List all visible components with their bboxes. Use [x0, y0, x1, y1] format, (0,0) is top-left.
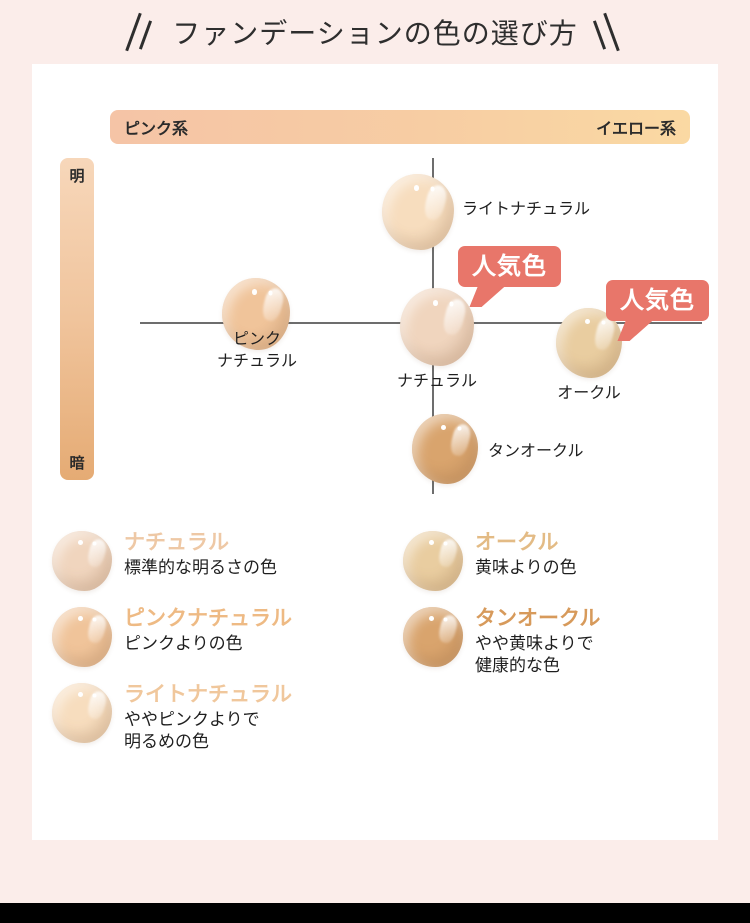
badge-tail-icon: [469, 285, 507, 307]
legend-name-light-natural: ライトナチュラル: [124, 682, 292, 706]
page-header: ファンデーションの色の選び方: [0, 0, 750, 64]
legend-item-light-natural[interactable]: ライトナチュラル ややピンクよりで 明るめの色: [52, 681, 385, 753]
scatter-point-tan-ochre[interactable]: [412, 414, 478, 484]
legend-name-ochre: オークル: [475, 530, 559, 554]
scatter-point-natural[interactable]: [400, 288, 474, 366]
scatter-label-pink-natural: ピンク ナチュラル: [216, 329, 297, 370]
legend-swatch-tan-ochre: [403, 607, 463, 667]
legend-column-right: オークル 黄味よりの色 タンオークル やや黄味よりで 健康的な色: [385, 529, 718, 767]
legend-desc-tan-ochre: やや黄味よりで 健康的な色: [475, 634, 594, 677]
legend-name-tan-ochre: タンオークル: [475, 606, 601, 630]
decorative-slash-right-icon: [592, 10, 622, 54]
legend-desc-light-natural: ややピンクよりで 明るめの色: [124, 710, 260, 753]
scatter-label-ochre: オークル: [557, 383, 621, 402]
legend-item-ochre[interactable]: オークル 黄味よりの色: [403, 529, 718, 591]
popular-badge-label: 人気色: [620, 286, 695, 314]
legend-item-pink-natural[interactable]: ピンクナチュラル ピンクよりの色: [52, 605, 385, 667]
luminance-axis-bar: 明 暗: [60, 158, 94, 480]
scatter-point-light-natural[interactable]: [382, 174, 454, 250]
luminance-axis-bottom-label: 暗: [69, 454, 85, 472]
legend-column-left: ナチュラル 標準的な明るさの色 ピンクナチュラル ピンクよりの色 ライトナチュラ…: [52, 529, 385, 767]
foundation-color-scatter-plot: ライトナチュラル ピンク ナチュラル ナチュラル オークル タンオークル 人気色…: [110, 158, 710, 558]
legend-swatch-pink-natural: [52, 607, 112, 667]
popular-badge-label: 人気色: [472, 252, 547, 280]
decorative-slash-left-icon: [125, 10, 158, 54]
legend-desc-pink-natural: ピンクよりの色: [124, 634, 243, 655]
page-title: ファンデーションの色の選び方: [172, 17, 578, 50]
legend-desc-natural: 標準的な明るさの色: [124, 558, 277, 579]
scatter-point-pink-natural[interactable]: [222, 278, 290, 350]
legend-name-pink-natural: ピンクナチュラル: [124, 606, 292, 630]
bottom-bar: [0, 903, 750, 923]
legend-desc-ochre: 黄味よりの色: [475, 558, 577, 579]
legend-swatch-natural: [52, 531, 112, 591]
popular-badge-natural: 人気色: [458, 246, 561, 307]
scatter-label-tan-ochre: タンオークル: [488, 441, 584, 460]
legend-swatch-ochre: [403, 531, 463, 591]
hue-axis-bar: ピンク系 イエロー系: [110, 110, 690, 144]
color-legend: ナチュラル 標準的な明るさの色 ピンクナチュラル ピンクよりの色 ライトナチュラ…: [52, 529, 718, 767]
luminance-axis-top-label: 明: [69, 167, 85, 185]
popular-badge-ochre: 人気色: [606, 280, 709, 341]
legend-name-natural: ナチュラル: [124, 530, 229, 554]
content-card: ピンク系 イエロー系 明 暗 ライトナチュラル ピンク ナチュラル ナチュラル …: [32, 64, 718, 840]
legend-item-natural[interactable]: ナチュラル 標準的な明るさの色: [52, 529, 385, 591]
hue-axis-right-label: イエロー系: [596, 119, 676, 138]
hue-axis-left-label: ピンク系: [124, 119, 189, 138]
legend-item-tan-ochre[interactable]: タンオークル やや黄味よりで 健康的な色: [403, 605, 718, 677]
scatter-label-natural: ナチュラル: [396, 371, 477, 390]
legend-swatch-light-natural: [52, 683, 112, 743]
scatter-label-light-natural: ライトナチュラル: [462, 199, 591, 218]
